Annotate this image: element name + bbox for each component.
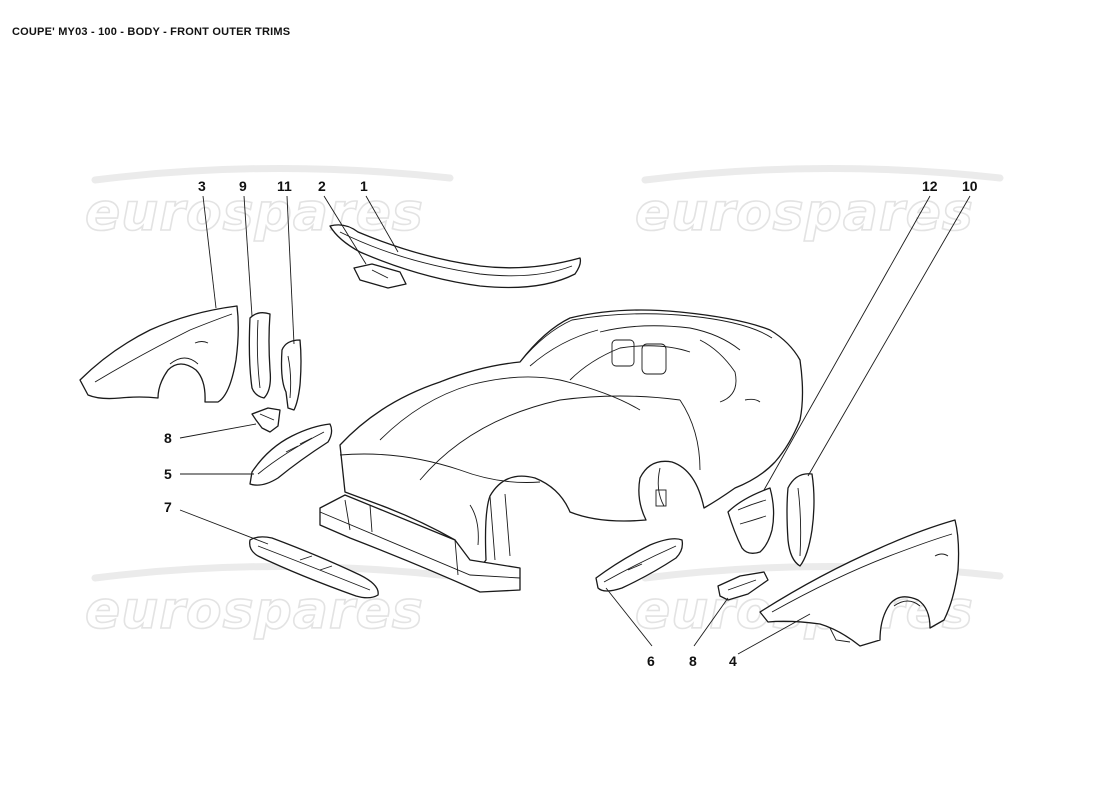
callout-4: 4 [729, 653, 737, 669]
part-1-front-seal[interactable] [329, 224, 582, 289]
watermark-top-right: eurospares [635, 183, 974, 243]
part-12-right-liner[interactable] [727, 487, 775, 554]
callout-9: 9 [239, 178, 247, 194]
part-7-lower-trim[interactable] [249, 536, 379, 599]
callout-6: 6 [647, 653, 655, 669]
part-8-left-bracket[interactable] [251, 407, 281, 433]
callout-labels: 3 9 11 2 1 12 10 8 5 7 6 8 4 [164, 178, 978, 669]
callout-2: 2 [318, 178, 326, 194]
diagram-title: COUPE' MY03 - 100 - BODY - FRONT OUTER T… [12, 26, 291, 38]
part-11-left-bracket[interactable] [280, 339, 302, 411]
part-2-clip[interactable] [353, 263, 407, 289]
part-8-right-bracket[interactable] [717, 571, 769, 601]
callout-5: 5 [164, 466, 172, 482]
part-3-left-front-fender[interactable] [79, 305, 239, 403]
car-body-shell [319, 309, 804, 593]
callout-3: 3 [198, 178, 206, 194]
part-5-left-side-trim[interactable] [249, 423, 333, 486]
callout-7: 7 [164, 499, 172, 515]
callout-12: 12 [922, 178, 938, 194]
callout-8-left: 8 [164, 430, 172, 446]
callout-8-right: 8 [689, 653, 697, 669]
part-10-right-liner-strip[interactable] [786, 473, 815, 567]
watermark-top-left: eurospares [85, 183, 424, 243]
callout-10: 10 [962, 178, 978, 194]
leader-lines [179, 195, 971, 655]
callout-11: 11 [277, 178, 292, 194]
callout-1: 1 [360, 178, 368, 194]
part-9-left-liner[interactable] [248, 312, 272, 399]
part-6-right-side-trim[interactable] [595, 538, 684, 592]
